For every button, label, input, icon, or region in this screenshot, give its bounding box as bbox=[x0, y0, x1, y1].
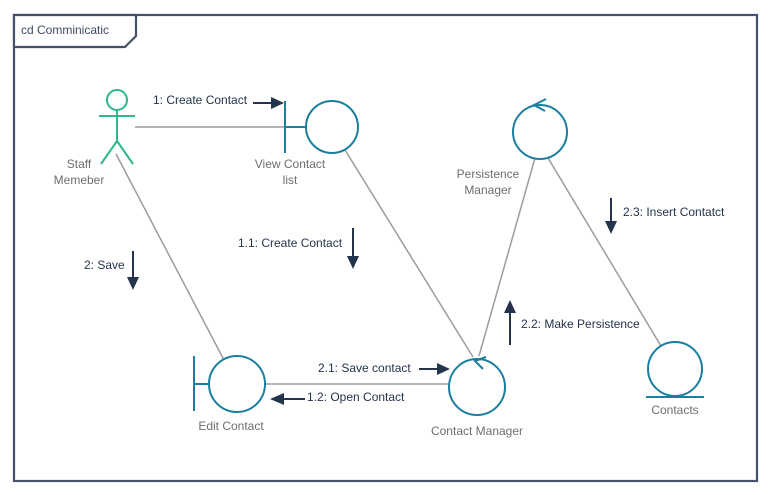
label-persistence-manager: Persistence Manager bbox=[456, 167, 520, 197]
message-1-1-create-contact[interactable]: 1.1: Create Contact bbox=[238, 236, 343, 250]
object-shapes bbox=[193, 98, 704, 416]
arrow-right-save-contact-icon bbox=[419, 363, 450, 375]
boundary-view-contact-list-icon[interactable] bbox=[284, 100, 359, 154]
connector-persistence-contactmanager[interactable] bbox=[478, 157, 536, 357]
actor-head bbox=[106, 89, 128, 111]
message-2-3-insert-contact[interactable]: 2.3: Insert Contatct bbox=[623, 205, 725, 219]
arrow-down-create-contact-icon bbox=[347, 228, 359, 269]
actor-staff-member-icon[interactable] bbox=[99, 89, 135, 165]
connector-persistence-contacts[interactable] bbox=[547, 157, 662, 347]
message-2-save[interactable]: 2: Save bbox=[84, 258, 125, 272]
message-1-create-contact[interactable]: 1: Create Contact bbox=[153, 93, 248, 107]
label-edit-contact: Edit Contact bbox=[198, 419, 264, 433]
arrow-right-create-contact-icon bbox=[253, 97, 284, 109]
label-staff-member: Staff Memeber bbox=[53, 157, 105, 187]
frame-tab-label: cd Comminicatic bbox=[21, 23, 110, 37]
uml-frame bbox=[12, 13, 759, 483]
boundary-edit-contact-icon[interactable] bbox=[193, 355, 266, 413]
label-view-contact-list: View Contact list bbox=[254, 157, 326, 187]
connectors bbox=[115, 126, 662, 385]
arrow-up-make-persistence-icon bbox=[504, 300, 516, 345]
frame-border bbox=[12, 13, 759, 483]
entity-contacts-icon[interactable] bbox=[646, 341, 704, 398]
message-2-1-save-contact[interactable]: 2.1: Save contact bbox=[318, 361, 411, 375]
label-contact-manager: Contact Manager bbox=[430, 424, 524, 438]
actor-leg-left bbox=[100, 140, 118, 165]
label-contacts: Contacts bbox=[651, 403, 699, 417]
connector-staff-editcontact[interactable] bbox=[115, 153, 225, 361]
connector-viewcontact-contactmanager[interactable] bbox=[344, 149, 474, 358]
frame-tab bbox=[12, 13, 138, 49]
arrow-down-insert-contact-icon bbox=[605, 198, 617, 234]
actor-leg-right bbox=[116, 140, 134, 165]
arrow-down-save-icon bbox=[127, 251, 139, 290]
message-1-2-open-contact[interactable]: 1.2: Open Contact bbox=[307, 390, 405, 404]
arrow-left-open-contact-icon bbox=[270, 393, 305, 405]
message-arrows bbox=[127, 97, 617, 405]
control-contact-manager-icon[interactable] bbox=[448, 356, 506, 416]
message-2-2-make-persistence[interactable]: 2.2: Make Persistence bbox=[521, 317, 640, 331]
control-persistence-manager-icon[interactable] bbox=[512, 98, 568, 160]
